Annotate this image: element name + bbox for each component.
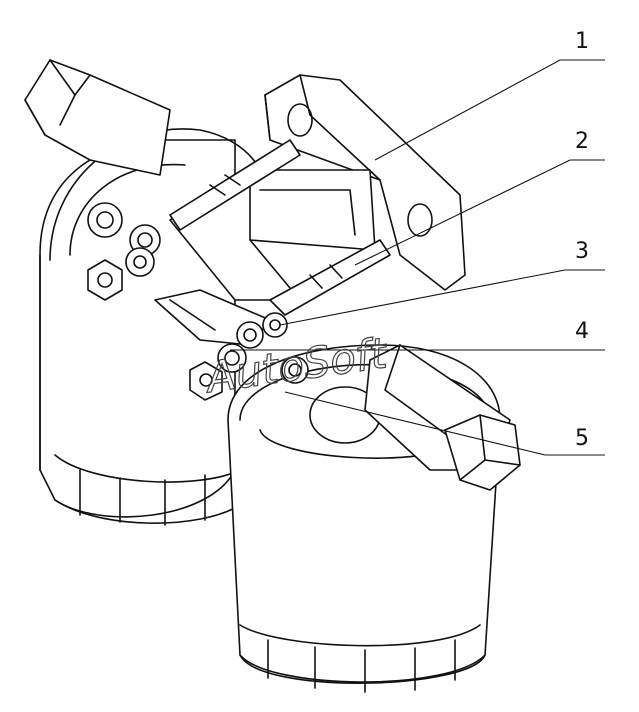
callout-leaders <box>230 59 605 456</box>
callout-4: 4 <box>575 319 589 344</box>
callout-3: 3 <box>575 239 589 264</box>
right-filter <box>189 312 521 693</box>
callout-1: 1 <box>575 29 589 54</box>
callout-5: 5 <box>575 426 589 451</box>
callout-labels: 1 2 3 4 5 <box>575 29 589 451</box>
mounting-bracket <box>154 74 466 346</box>
callout-2: 2 <box>575 129 589 154</box>
